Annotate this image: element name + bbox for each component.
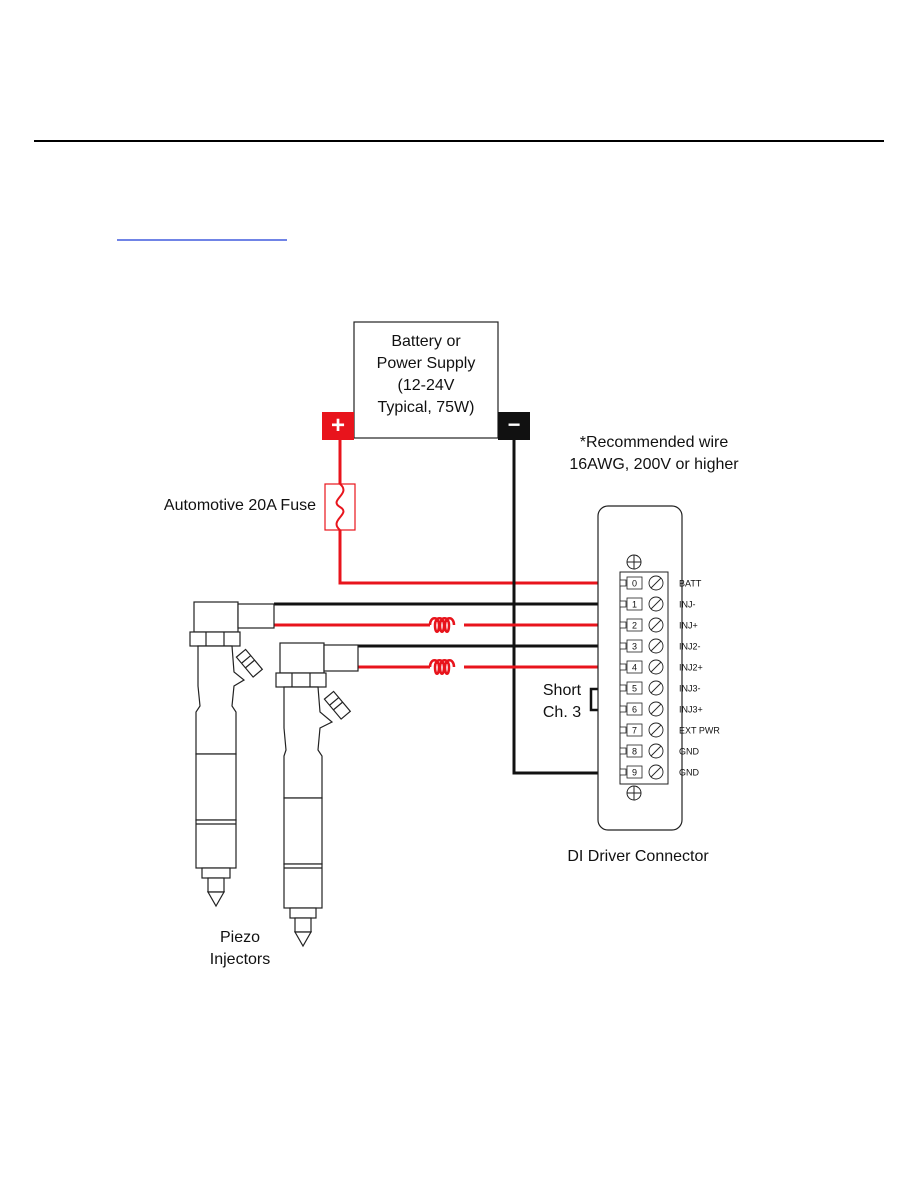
bottom-mount-screw-icon xyxy=(626,785,642,801)
screw-slot xyxy=(650,577,662,589)
injectors-label-line-2: Injectors xyxy=(210,951,270,968)
connector-pin-7: 7 EXT PWR xyxy=(619,722,720,738)
wire-note-line-1: *Recommended wire xyxy=(580,434,729,451)
pin-number-box xyxy=(626,576,643,590)
negative-terminal xyxy=(498,412,530,440)
pin-contact xyxy=(619,579,627,587)
connector-pin-4: 4 INJ2+ xyxy=(619,659,703,675)
pin-number-box xyxy=(626,639,643,653)
pin-number-box xyxy=(626,765,643,779)
screw-slot xyxy=(650,619,662,631)
pin-number-box xyxy=(626,681,643,695)
pin-number: 0 xyxy=(632,579,637,589)
negative-terminal-symbol: − xyxy=(508,412,521,437)
connector-pin-9: 9 GND xyxy=(619,764,700,780)
connector-pin-5: 5 INJ3- xyxy=(619,680,701,696)
pin-number-box xyxy=(626,618,643,632)
short-note-line-1: Short xyxy=(543,682,582,699)
pin-number: 9 xyxy=(632,768,637,778)
pin-number: 1 xyxy=(632,600,637,610)
pin-number-box xyxy=(626,723,643,737)
pin-number: 2 xyxy=(632,621,637,631)
pin-contact xyxy=(619,684,627,692)
pin-number-box xyxy=(626,702,643,716)
connector-pin-6: 6 INJ3+ xyxy=(619,701,703,717)
pin-contact xyxy=(619,768,627,776)
wire-note-line-2: 16AWG, 200V or higher xyxy=(569,456,739,473)
pin-label: GND xyxy=(679,768,700,778)
pin-label: BATT xyxy=(679,579,702,589)
pin-number: 8 xyxy=(632,747,637,757)
pin-number: 5 xyxy=(632,684,637,694)
pin-number: 6 xyxy=(632,705,637,715)
battery-negative-wire xyxy=(512,440,620,775)
pin-contact xyxy=(619,600,627,608)
pin-contact xyxy=(619,705,627,713)
screw-slot xyxy=(650,703,662,715)
fuse-element xyxy=(335,483,345,531)
inj1-coil xyxy=(428,617,456,633)
pin-contact xyxy=(619,747,627,755)
positive-terminal xyxy=(322,412,354,440)
positive-terminal-symbol: + xyxy=(331,412,345,439)
pin-label: GND xyxy=(679,747,700,757)
pin-number: 3 xyxy=(632,642,637,652)
pin-label: EXT PWR xyxy=(679,726,720,736)
connector-pin-1: 1 INJ- xyxy=(619,596,696,612)
pin-contact xyxy=(619,726,627,734)
power-supply-line-1: Battery or xyxy=(391,333,461,350)
top-mount-screw-icon xyxy=(626,554,642,570)
pin-contact xyxy=(619,642,627,650)
screw-slot xyxy=(650,640,662,652)
fuse-to-batt-wire xyxy=(338,530,620,585)
power-supply-box xyxy=(353,321,499,439)
screw-slot xyxy=(650,682,662,694)
connector-pin-3: 3 INJ2- xyxy=(619,638,701,654)
pin-contact xyxy=(619,621,627,629)
connector-caption: DI Driver Connector xyxy=(567,848,709,865)
piezo-injector-2 xyxy=(275,642,359,948)
pin-contact xyxy=(619,663,627,671)
piezo-injector-1 xyxy=(189,601,275,908)
pin-label: INJ2- xyxy=(679,642,701,652)
screw-slot xyxy=(650,766,662,778)
pin-label: INJ3- xyxy=(679,684,701,694)
pin-number: 7 xyxy=(632,726,637,736)
connector-pin-0: 0 BATT xyxy=(619,575,702,591)
pin-number-box xyxy=(626,660,643,674)
power-supply: Battery or Power Supply (12-24V Typical,… xyxy=(322,321,530,440)
power-supply-line-3: (12-24V xyxy=(398,377,455,394)
screw-slot xyxy=(650,724,662,736)
power-supply-line-4: Typical, 75W) xyxy=(378,399,475,416)
power-supply-line-2: Power Supply xyxy=(377,355,476,372)
inj2-coil xyxy=(428,659,456,675)
pin-number-box xyxy=(626,744,643,758)
pin-label: INJ3+ xyxy=(679,705,703,715)
fuse: Automotive 20A Fuse xyxy=(164,483,356,531)
pin-number: 4 xyxy=(632,663,637,673)
screw-slot xyxy=(650,661,662,673)
injectors-label-line-1: Piezo xyxy=(220,929,260,946)
short-note-line-2: Ch. 3 xyxy=(543,704,581,721)
connector-pin-8: 8 GND xyxy=(619,743,700,759)
screw-slot xyxy=(650,598,662,610)
di-driver-connector: 0 BATT 1 INJ- 2 INJ+ 3 INJ2- 4 INJ2+ 5 INJ3- 6 INJ3+ 7… xyxy=(567,505,720,865)
connector-pin-2: 2 INJ+ xyxy=(619,617,698,633)
fuse-label: Automotive 20A Fuse xyxy=(164,497,316,514)
pin-label: INJ+ xyxy=(679,621,698,631)
screw-slot xyxy=(650,745,662,757)
pin-label: INJ- xyxy=(679,600,696,610)
pin-label: INJ2+ xyxy=(679,663,703,673)
pin-number-box xyxy=(626,597,643,611)
